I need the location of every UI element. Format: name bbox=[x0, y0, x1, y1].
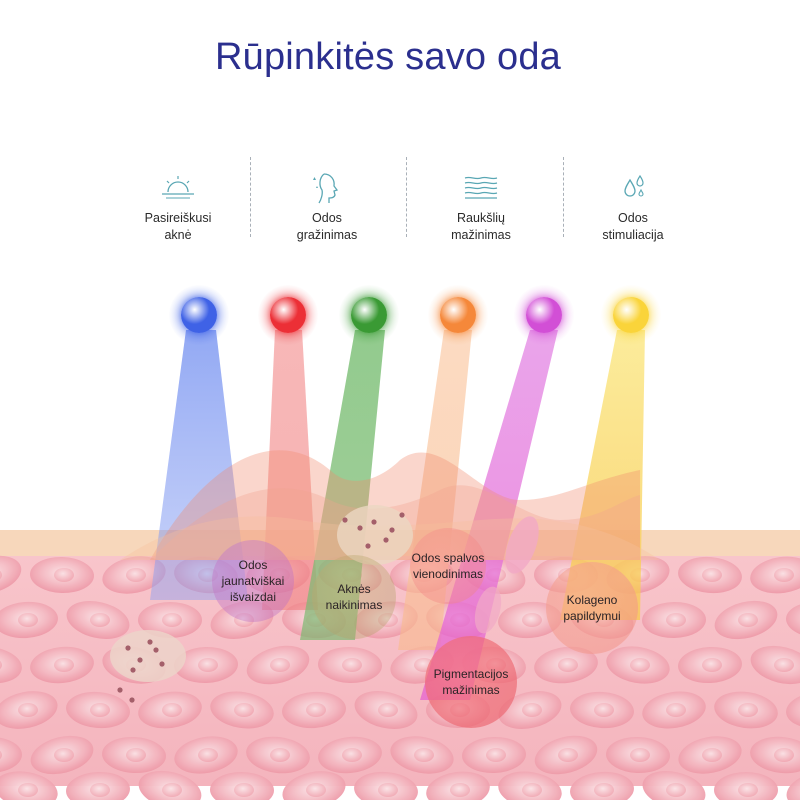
effect-label: Kolageno papildymui bbox=[563, 593, 621, 623]
benefit-label: Odos gražinimas bbox=[296, 211, 358, 242]
page-title: Rūpinkitės savo oda bbox=[214, 36, 561, 78]
benefit-label: Pasireiškusi aknė bbox=[144, 211, 212, 242]
droplets-icon bbox=[624, 174, 644, 197]
benefit-label: Odos stimuliacija bbox=[602, 211, 664, 242]
effect-label: Odos jaunatviškai išvaizdai bbox=[221, 558, 285, 604]
sunrise-icon bbox=[162, 176, 194, 199]
effect-label: Pigmentacijos mažinimas bbox=[433, 667, 509, 697]
effect-bubble-pigmentation: Pigmentacijos mažinimas bbox=[425, 636, 517, 728]
led-light-blue bbox=[181, 297, 217, 333]
benefit-label: Raukšlių mažinimas bbox=[451, 211, 511, 242]
led-light-purple bbox=[526, 297, 562, 333]
led-light-yellow bbox=[613, 297, 649, 333]
face-profile-icon bbox=[313, 173, 339, 204]
benefit-acne: Pasireiškusi aknė bbox=[103, 170, 253, 244]
benefit-stimulation: Odos stimuliacija bbox=[558, 170, 708, 244]
led-light-green bbox=[351, 297, 387, 333]
benefit-wrinkles: Raukšlių mažinimas bbox=[406, 170, 556, 244]
skin-layers-icon bbox=[464, 176, 498, 199]
divider bbox=[563, 157, 564, 237]
benefit-beauty: Odos gražinimas bbox=[252, 170, 402, 244]
effect-label: Aknės naikinimas bbox=[325, 582, 383, 612]
effect-bubble-even-tone: Odos spalvos vienodinimas bbox=[410, 528, 486, 604]
divider bbox=[250, 157, 251, 237]
effect-bubble-youthful: Odos jaunatviškai išvaizdai bbox=[212, 540, 294, 622]
divider bbox=[406, 157, 407, 237]
effect-bubble-acne-removal: Aknės naikinimas bbox=[312, 555, 396, 639]
effect-label: Odos spalvos vienodinimas bbox=[411, 551, 485, 581]
effect-bubble-collagen: Kolageno papildymui bbox=[546, 562, 638, 654]
led-light-red bbox=[270, 297, 306, 333]
led-light-orange bbox=[440, 297, 476, 333]
